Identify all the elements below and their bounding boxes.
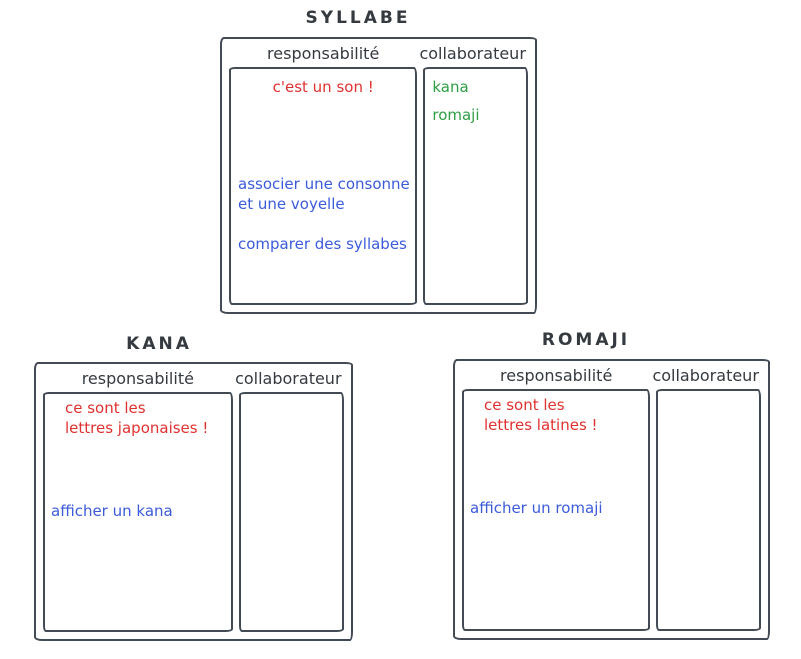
card-body: c'est un son ! associer une consonne et … — [229, 67, 528, 305]
card-header-row: responsabilité collaborateur — [229, 39, 528, 67]
card-body: ce sont les lettres latines ! afficher u… — [462, 389, 761, 631]
crc-card-syllabe: responsabilité collaborateur c'est un so… — [220, 37, 537, 314]
collaborator-box: kana romaji — [423, 67, 528, 305]
card-title-syllabe: SYLLABE — [305, 8, 411, 28]
card-header-row: responsabilité collaborateur — [462, 361, 761, 389]
responsibility-header-label: responsabilité — [500, 365, 613, 385]
crc-card-kana: responsabilité collaborateur ce sont les… — [34, 362, 353, 641]
card-title-kana: KANA — [126, 334, 192, 354]
responsibility-box: ce sont les lettres japonaises ! affiche… — [43, 392, 233, 632]
note-text: ce sont les lettres japonaises ! — [65, 399, 209, 437]
responsibility-header-label: responsabilité — [267, 43, 380, 63]
card-header-row: responsabilité collaborateur — [43, 364, 344, 392]
card-body: ce sont les lettres japonaises ! affiche… — [43, 392, 344, 632]
responsibility-item: afficher un romaji — [470, 499, 603, 517]
note-text: c'est un son ! — [272, 78, 374, 96]
responsibility-box: ce sont les lettres latines ! afficher u… — [462, 389, 651, 631]
collaborator-header-label: collaborateur — [652, 365, 759, 385]
responsibility-item: comparer des syllabes — [238, 235, 407, 253]
card-title-romaji: ROMAJI — [541, 330, 631, 350]
collaborator-header-label: collaborateur — [419, 43, 526, 63]
crc-card-romaji: responsabilité collaborateur ce sont les… — [453, 359, 770, 640]
responsibility-item: afficher un kana — [51, 502, 173, 520]
collaborator-item: kana — [432, 78, 469, 96]
collaborator-box — [656, 389, 761, 631]
note-text: ce sont les lettres latines ! — [484, 396, 598, 434]
responsibility-item: associer une consonne et une voyelle — [238, 175, 410, 213]
collaborator-list: kana romaji — [425, 69, 526, 126]
collaborator-item: romaji — [432, 105, 480, 124]
responsibility-header-label: responsabilité — [81, 368, 194, 388]
collaborator-box — [238, 392, 344, 632]
collaborator-header-label: collaborateur — [235, 368, 342, 388]
responsibility-box: c'est un son ! associer une consonne et … — [229, 67, 418, 305]
